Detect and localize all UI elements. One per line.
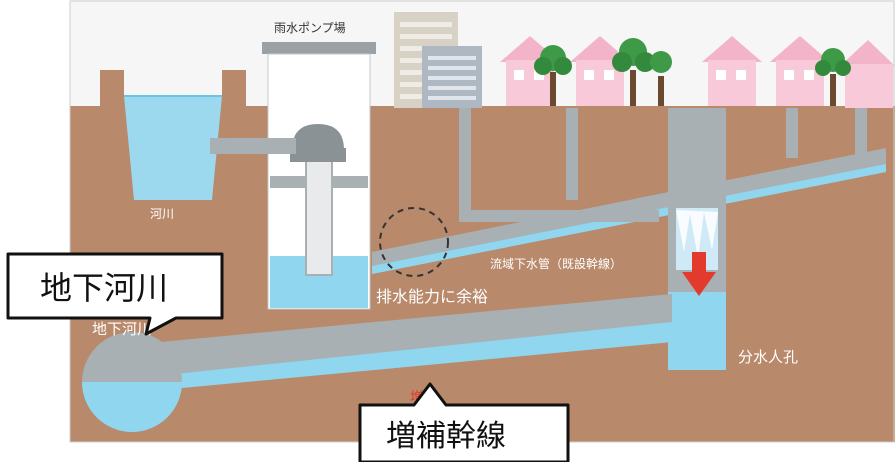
sky xyxy=(70,0,895,108)
pump-station-label: 雨水ポンプ場 xyxy=(274,21,346,35)
branch-pipes xyxy=(459,108,867,222)
underground-river-faded-label: 地下河川 xyxy=(92,320,152,338)
reinforcing-main-water xyxy=(118,322,672,394)
callout-reinforcing-main xyxy=(358,382,570,462)
trunk-main-label: 流域下水管（既設幹線） xyxy=(490,256,622,271)
trees xyxy=(534,38,851,106)
underground-river-tunnel xyxy=(82,332,182,432)
manhole-label: 分水人孔 xyxy=(738,348,798,366)
river-outlet-pipe xyxy=(210,138,296,154)
dashed-circle-icon xyxy=(379,207,449,277)
callout-underground-river xyxy=(6,252,224,336)
down-arrow-icon xyxy=(682,252,716,296)
capacity-margin-label: 排水能力に余裕 xyxy=(376,287,488,306)
diversion-manhole xyxy=(668,108,726,370)
office-building xyxy=(394,12,482,108)
callout-reinforcing-main-text: 増補幹線 xyxy=(386,419,506,454)
pump-station xyxy=(262,42,376,310)
callout-underground-river-text: 地下河川 xyxy=(40,269,168,307)
river-label: 河川 xyxy=(150,207,174,221)
river xyxy=(100,70,246,200)
